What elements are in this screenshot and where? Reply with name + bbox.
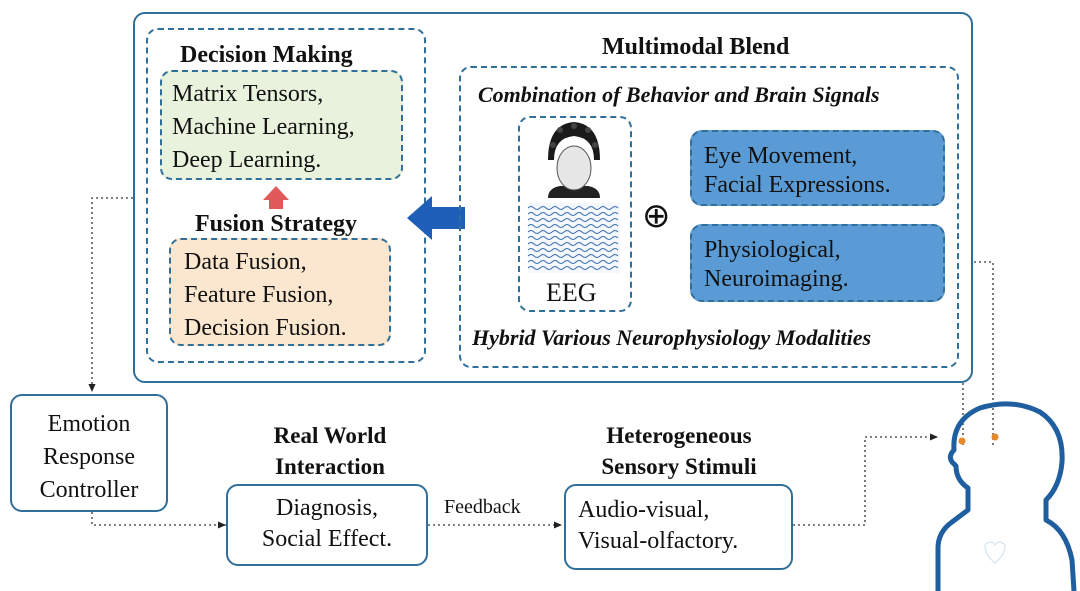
stimuli-title-line-2: Sensory Stimuli: [601, 454, 757, 479]
multimodal-panel: [459, 66, 959, 368]
eeg-label: EEG: [546, 278, 597, 307]
controller-line-3: Controller: [39, 477, 139, 503]
strategy-panel: [146, 28, 426, 363]
connector-person-to-physio: [947, 258, 994, 445]
real-world-line-2: Social Effect.: [261, 526, 393, 552]
decision-line-2: Machine Learning,: [172, 114, 355, 140]
decision-line-3: Deep Learning.: [172, 147, 322, 173]
fusion-line-2: Feature Fusion,: [184, 282, 334, 308]
physio-line-2: Neuroimaging.: [704, 266, 849, 292]
real-world-title: Real World Interaction: [230, 420, 430, 482]
connector-to-controller: [88, 197, 133, 392]
top-caption: Combination of Behavior and Brain Signal…: [478, 82, 880, 107]
real-world-line-1: Diagnosis,: [276, 495, 378, 521]
stimuli-title: Heterogeneous Sensory Stimuli: [566, 420, 792, 482]
physio-box: Physiological, Neuroimaging.: [690, 224, 945, 302]
decision-box: Matrix Tensors, Machine Learning, Deep L…: [160, 70, 403, 180]
behavior-line-2: Facial Expressions.: [704, 172, 891, 198]
stimuli-line-2: Visual-olfactory.: [578, 528, 739, 554]
stimuli-box: Audio-visual, Visual-olfactory.: [564, 484, 793, 570]
real-world-box: Diagnosis, Social Effect.: [226, 484, 428, 566]
real-world-title-line-1: Real World: [273, 423, 387, 448]
controller-line-2: Response: [43, 444, 135, 470]
controller-line-1: Emotion: [47, 411, 131, 437]
stimuli-line-1: Audio-visual,: [578, 497, 710, 523]
fusion-line-1: Data Fusion,: [184, 249, 307, 275]
connector-controller-to-realworld: [91, 512, 226, 529]
behavior-box: Eye Movement, Facial Expressions.: [690, 130, 945, 206]
decision-title: Decision Making: [180, 42, 353, 68]
decision-line-1: Matrix Tensors,: [172, 81, 324, 107]
emotion-response-controller-box: Emotion Response Controller: [10, 394, 168, 512]
stimuli-title-line-1: Heterogeneous: [606, 423, 752, 448]
fusion-title: Fusion Strategy: [195, 211, 357, 237]
feedback-label: Feedback: [444, 496, 521, 518]
fusion-line-3: Decision Fusion.: [184, 315, 347, 341]
plus-symbol: ⊕: [642, 196, 671, 236]
real-world-title-line-2: Interaction: [275, 454, 385, 479]
behavior-line-1: Eye Movement,: [704, 143, 858, 169]
eeg-box: [518, 116, 632, 312]
fusion-box: Data Fusion, Feature Fusion, Decision Fu…: [169, 238, 391, 346]
physio-line-1: Physiological,: [704, 237, 841, 263]
multimodal-title: Multimodal Blend: [602, 34, 790, 60]
connector-stimuli-to-person: [793, 433, 938, 526]
bottom-caption: Hybrid Various Neurophysiology Modalitie…: [472, 325, 872, 350]
